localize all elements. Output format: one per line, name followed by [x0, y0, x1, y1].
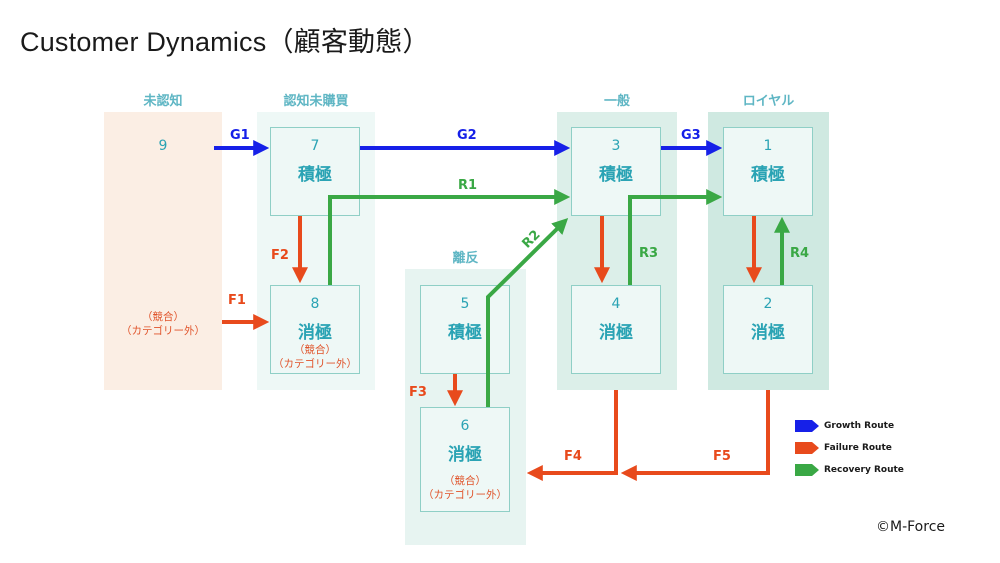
node-7-label: 積極: [298, 165, 332, 185]
legend-failure-arrow: [795, 442, 819, 454]
node-1-label: 積極: [751, 165, 785, 185]
node-6-passive: 6 消極 （競合） （カテゴリー外）: [420, 407, 510, 512]
node-5-label: 積極: [448, 323, 482, 343]
route-g3-label: G3: [681, 128, 701, 143]
node-3-number: 3: [611, 138, 621, 154]
node-9-number: 9: [158, 138, 168, 154]
node-8-passive: 8 消極 （競合） （カテゴリー外）: [270, 285, 360, 374]
node-3-active: 3 積極: [571, 127, 661, 216]
route-f5-label: F5: [713, 449, 731, 464]
node-7-active: 7 積極: [270, 127, 360, 216]
legend-failure-label: Failure Route: [824, 443, 892, 453]
route-r1-arrow: [328, 189, 571, 285]
stage-label-loyal: ロイヤル: [742, 94, 795, 109]
route-f4-label: F4: [564, 449, 582, 464]
node-4-number: 4: [611, 296, 621, 312]
node-9-competitor: （競合）: [142, 311, 184, 323]
legend-recovery-arrow: [795, 464, 819, 476]
route-f4-arrow: [526, 390, 618, 481]
route-f1-label: F1: [228, 293, 246, 308]
route-g2-label: G2: [457, 128, 477, 143]
page-title: Customer Dynamics（顧客動態）: [20, 27, 430, 57]
route-f5-arrow: [620, 390, 770, 481]
legend-growth-label: Growth Route: [824, 421, 895, 431]
node-3-label: 積極: [599, 165, 633, 185]
copyright-credit: ©M-Force: [876, 519, 946, 535]
node-6-number: 6: [460, 418, 470, 434]
node-6-competitor: （競合）: [444, 475, 486, 487]
stage-label-general: 一般: [603, 94, 630, 109]
node-6-out-of-category: （カテゴリー外）: [423, 489, 507, 501]
node-1-number: 1: [763, 138, 773, 154]
node-8-number: 8: [310, 296, 320, 312]
node-5-number: 5: [460, 296, 470, 312]
route-r3-arrow: [628, 189, 723, 285]
node-6-label: 消極: [448, 445, 482, 465]
route-f3-label: F3: [409, 385, 427, 400]
node-1-active: 1 積極: [723, 127, 813, 216]
route-g1-label: G1: [230, 128, 250, 143]
route-r2-arrow: [486, 217, 569, 407]
route-r1-label: R1: [458, 178, 478, 193]
node-4-label: 消極: [599, 323, 633, 343]
route-r3-label: R3: [639, 246, 659, 261]
node-4-passive: 4 消極: [571, 285, 661, 374]
stage-unaware-column: [104, 112, 222, 390]
node-9-out-of-category: （カテゴリー外）: [121, 325, 205, 337]
route-f2-label: F2: [271, 248, 289, 263]
node-2-passive: 2 消極: [723, 285, 813, 374]
stage-label-aware: 認知未購買: [283, 94, 349, 109]
node-7-number: 7: [310, 138, 320, 154]
stage-label-lapsed: 離反: [452, 251, 479, 266]
node-5-active: 5 積極: [420, 285, 510, 374]
node-8-out-of-category: （カテゴリー外）: [273, 358, 357, 370]
node-8-label: 消極: [298, 323, 332, 343]
node-8-competitor: （競合）: [294, 344, 336, 356]
node-2-number: 2: [763, 296, 773, 312]
legend-growth-arrow: [795, 420, 819, 432]
stage-label-unaware: 未認知: [143, 94, 183, 109]
route-r4-label: R4: [790, 246, 810, 261]
node-2-label: 消極: [751, 323, 785, 343]
legend-recovery-label: Recovery Route: [824, 465, 904, 475]
